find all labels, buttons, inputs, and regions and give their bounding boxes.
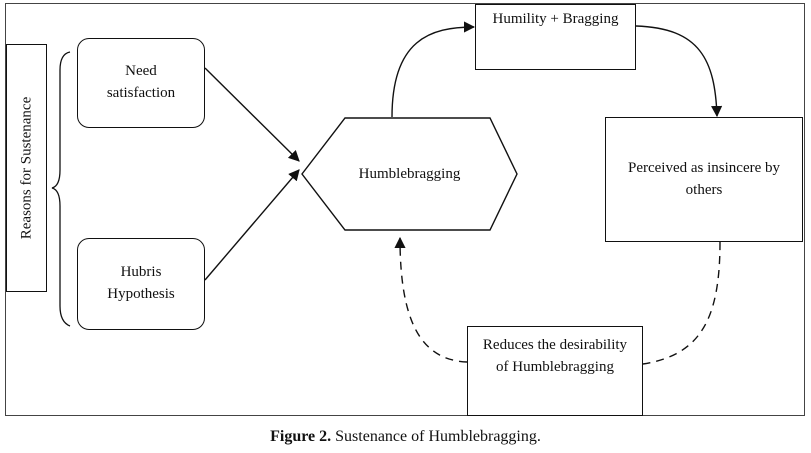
humblebragging-hexagon (301, 117, 518, 231)
humility-bragging-box: Humility + Bragging (475, 4, 636, 70)
hubris-hypothesis-box: Hubris Hypothesis (77, 238, 205, 330)
humblebragging-label: Humblebragging (358, 165, 461, 182)
reduces-desirability-box: Reduces the desirability of Humblebraggi… (467, 326, 643, 416)
figure-caption-text: Sustenance of Humblebragging. (331, 428, 541, 445)
humblebragging-node: Humblebragging (302, 118, 517, 230)
arrow-humility-to-perceived (635, 25, 723, 118)
arrow-humblebragging-to-humility (391, 21, 476, 118)
arrow-hubris-to-humblebragging (204, 169, 300, 281)
need-satisfaction-box: Need satisfaction (77, 38, 205, 128)
arrow-reduces-to-humblebragging (394, 236, 468, 363)
need-satisfaction-label: Need satisfaction (106, 63, 176, 101)
reduces-desirability-label: Reduces the desirability of Humblebraggi… (482, 337, 628, 375)
reasons-for-sustenance-label-box: Reasons for Sustenance (6, 44, 47, 292)
perceived-insincere-label: Perceived as insincere by others (627, 159, 781, 198)
arrow-perceived-to-reduces (642, 241, 721, 365)
hubris-hypothesis-label: Hubris Hypothesis (107, 264, 175, 302)
figure-caption: Figure 2. Sustenance of Humblebragging. (0, 428, 811, 446)
arrow-need-to-humblebragging (204, 67, 300, 162)
figure-caption-label: Figure 2. (270, 428, 332, 445)
figure-frame (5, 3, 805, 416)
humility-bragging-label: Humility + Bragging (492, 11, 619, 27)
curly-brace (51, 51, 71, 327)
perceived-insincere-box: Perceived as insincere by others (605, 117, 803, 242)
